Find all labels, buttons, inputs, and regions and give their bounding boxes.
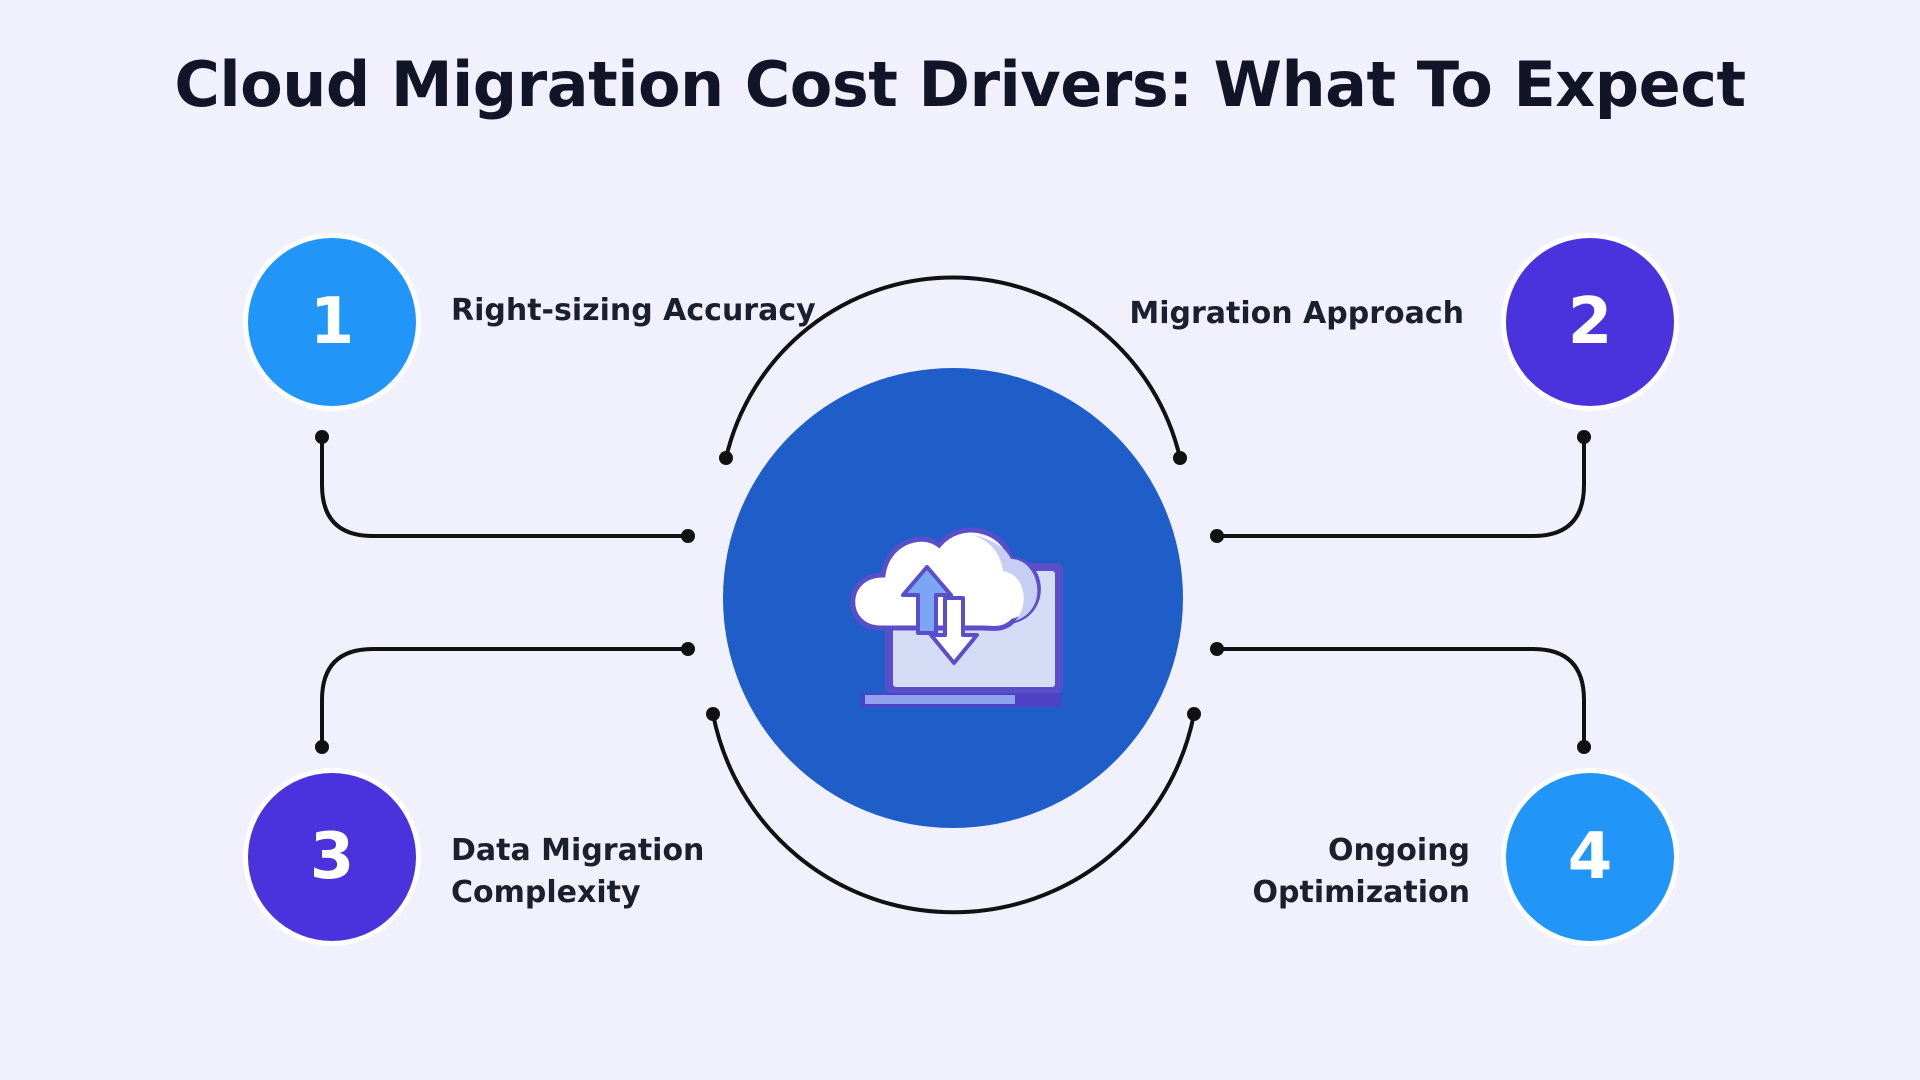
connector-4: [1217, 647, 1586, 747]
connector-1: [320, 437, 688, 538]
step-number: 3: [309, 820, 355, 894]
cloud-upload-download-laptop-icon: [850, 527, 1063, 707]
connector-3: [320, 647, 688, 747]
page-title: Cloud Migration Cost Drivers: What To Ex…: [174, 48, 1746, 121]
bottom-arc: [711, 713, 1196, 915]
step-label-1: Right-sizing Accuracy: [451, 293, 816, 328]
step-label-2: Migration Approach: [1129, 296, 1464, 331]
step-number: 4: [1567, 820, 1613, 894]
step-badge-2: 2: [1501, 233, 1679, 411]
step-number: 1: [309, 285, 355, 359]
step-badge-1: 1: [243, 233, 421, 411]
arc-dot: [1187, 707, 1201, 721]
connector-2: [1217, 437, 1586, 538]
step-badge-3: 3: [243, 768, 421, 946]
top-arc: [724, 275, 1182, 459]
step-label-4: Ongoing Optimization: [1252, 833, 1470, 910]
step-number: 2: [1567, 285, 1613, 359]
arc-dot: [719, 451, 733, 465]
arc-dot: [706, 707, 720, 721]
step-badge-4: 4: [1501, 768, 1679, 946]
arc-dot: [1173, 451, 1187, 465]
step-label-3: Data Migration Complexity: [451, 833, 705, 910]
